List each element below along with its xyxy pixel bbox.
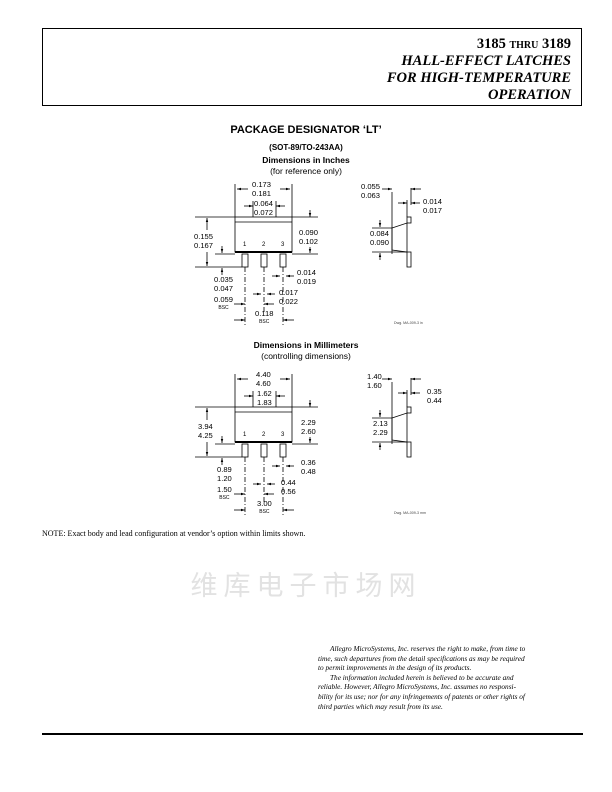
drawing-number: Dwg. MA-009-3 mm xyxy=(394,511,426,515)
disclaimer-line: reliable. However, Allegro MicroSystems,… xyxy=(318,682,516,692)
lead-2 xyxy=(260,443,268,458)
disclaimer-line: to permit improvements in the design of … xyxy=(318,663,472,673)
disclaimer-line: The information included herein is belie… xyxy=(330,672,514,682)
package-subtitle: (SOT-89/TO-243AA) xyxy=(269,143,343,152)
lead-3 xyxy=(279,253,287,268)
part-from: 3185 xyxy=(476,36,506,52)
side-lead xyxy=(406,251,412,268)
part-to: 3189 xyxy=(542,36,571,52)
pin-2-label: 2 xyxy=(262,432,266,438)
disclaimer: Allegro MicroSystems, Inc. reserves the … xyxy=(318,644,583,711)
header-line4: OPERATION xyxy=(488,87,571,103)
thru: THRU xyxy=(509,40,539,51)
note: NOTE: Exact body and lead configuration … xyxy=(42,529,306,538)
pin-3-label: 3 xyxy=(281,432,285,438)
side-lead xyxy=(406,441,412,458)
bottom-rule xyxy=(42,733,583,735)
package-outline-inches xyxy=(195,184,421,326)
part-range: 3185 THRU 3189 xyxy=(477,36,571,54)
disclaimer-line: bility for its use; nor for any infringe… xyxy=(318,691,525,701)
mm-heading: Dimensions in Millimeters xyxy=(253,340,359,350)
pin-3-label: 3 xyxy=(281,242,285,248)
inches-subheading: (for reference only) xyxy=(270,166,342,176)
side-tab xyxy=(406,216,412,224)
disclaimer-line: time, such departures from the detail sp… xyxy=(318,653,525,663)
side-tab xyxy=(406,406,412,414)
pin-1-label: 1 xyxy=(243,432,247,438)
disclaimer-line: third parties which may result from its … xyxy=(318,701,443,711)
package-outline-mm xyxy=(195,374,421,516)
side-body xyxy=(391,412,408,443)
drawing-number: Dwg. MA-009-3 in xyxy=(394,321,423,325)
disclaimer-line: Allegro MicroSystems, Inc. reserves the … xyxy=(330,644,526,653)
inches-heading: Dimensions in Inches xyxy=(262,155,350,165)
header-line3: FOR HIGH-TEMPERATURE xyxy=(386,70,571,86)
side-body xyxy=(391,222,408,253)
header-line2: HALL-EFFECT LATCHES xyxy=(401,53,571,69)
lead-3 xyxy=(279,443,287,458)
mm-subheading: (controlling dimensions) xyxy=(261,351,351,361)
lead-1 xyxy=(241,443,249,458)
pin-1-label: 1 xyxy=(243,242,247,248)
lead-1 xyxy=(241,253,249,268)
header-box: 3185 THRU 3189 HALL-EFFECT LATCHES FOR H… xyxy=(42,28,582,106)
pin-2-label: 2 xyxy=(262,242,266,248)
watermark: 维库电子市场网 xyxy=(190,571,422,602)
package-title: PACKAGE DESIGNATOR ‘LT’ xyxy=(230,124,382,136)
lead-2 xyxy=(260,253,268,268)
